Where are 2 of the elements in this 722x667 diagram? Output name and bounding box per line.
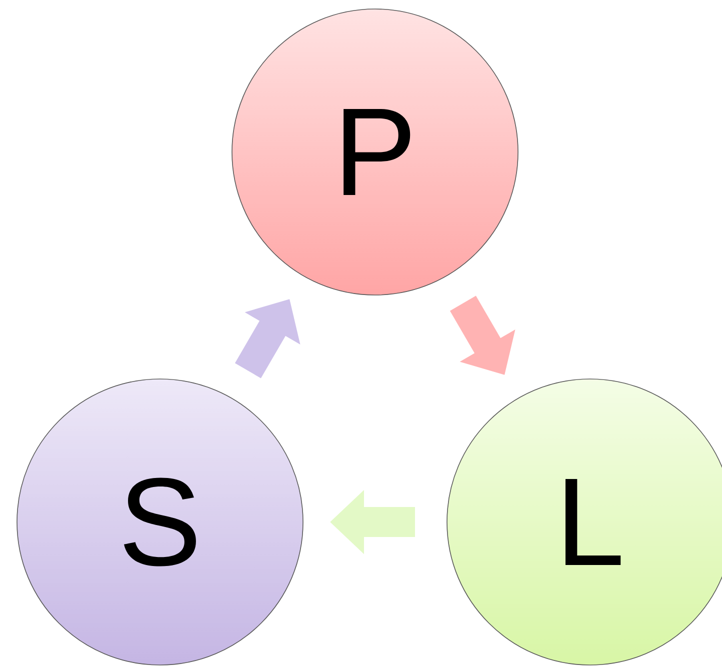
circle-node: S [16, 378, 304, 666]
circle-node: P [232, 8, 518, 296]
